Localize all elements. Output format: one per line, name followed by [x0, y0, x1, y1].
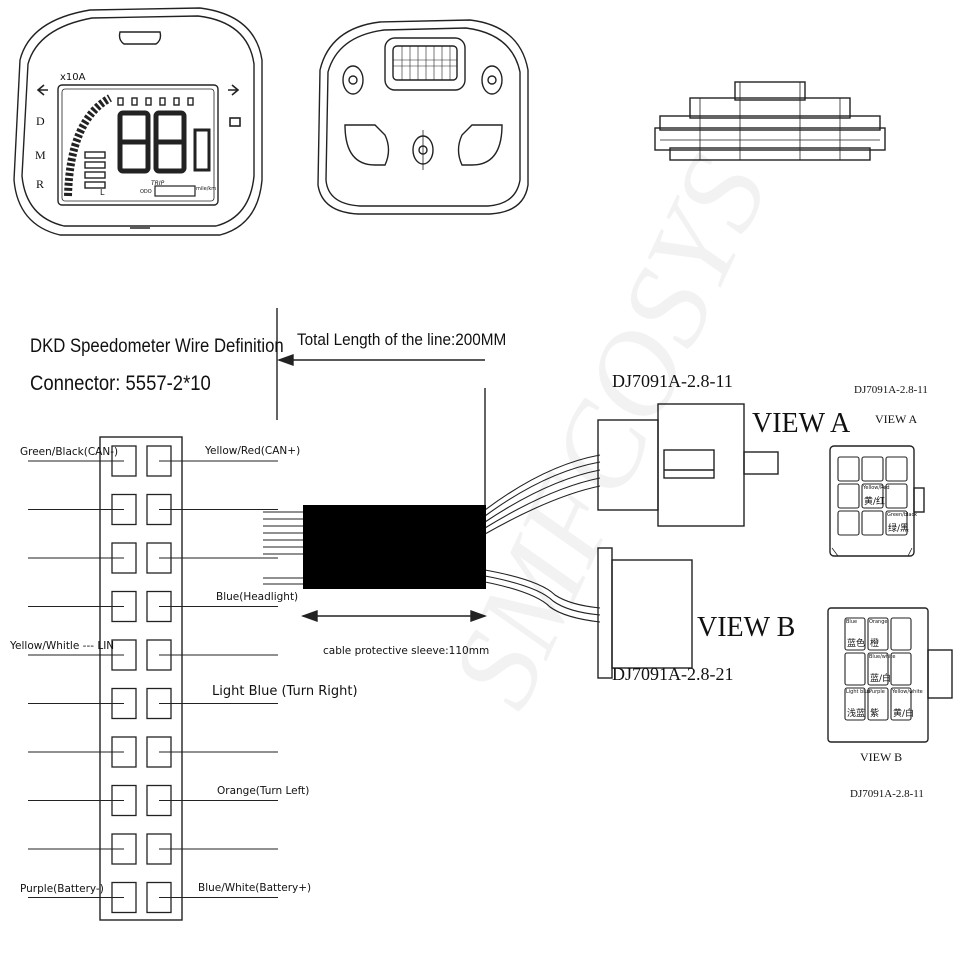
diagram-title: DKD Speedometer Wire Definition: [30, 336, 284, 357]
view-b-face: [827, 607, 953, 743]
trip-label: TRIP: [151, 180, 165, 187]
wire-bundle: [263, 454, 601, 623]
view-b-pin-5: [867, 652, 889, 686]
dashboard-front-view: [13, 7, 263, 236]
connector-b-part: DJ7091A-2.8-21: [612, 664, 734, 684]
connector-a-view: VIEW A: [752, 408, 851, 439]
view-b-pin-6: [890, 652, 912, 686]
dashboard-side-view: [654, 81, 886, 161]
connector-b-side: [597, 547, 693, 679]
connector-a-side: [597, 403, 779, 527]
view-b-pin-7: [844, 687, 866, 721]
view-a-pin-2: [861, 456, 884, 482]
view-b-cell-label: 蓝/白: [870, 674, 892, 684]
gear-l-label: L: [100, 188, 105, 197]
view-b-cell-tiny-label: Yellow/white: [892, 689, 923, 695]
mode-m: M: [35, 148, 46, 162]
connector-a-view-small: VIEW A: [875, 412, 918, 426]
connector-b-view-small: VIEW B: [860, 750, 903, 764]
dimension-lines: [276, 308, 488, 622]
view-a-pin-3: [885, 456, 908, 482]
sleeve-label: cable protective sleeve:110mm: [323, 645, 490, 657]
wire-right-label: Light Blue (Turn Right): [212, 683, 358, 699]
view-a-pin-6: [885, 483, 908, 509]
wire-right-label: Orange(Turn Left): [217, 784, 310, 797]
view-b-cell-tiny-label: Blue/white: [869, 654, 896, 660]
mode-d: D: [36, 114, 45, 128]
wire-left-label: Yellow/Whitle --- LIN: [10, 640, 115, 652]
connector-b-part-small: DJ7091A-2.8-11: [850, 788, 924, 800]
view-b-cell-tiny-label: Blue: [846, 619, 858, 625]
wire-left-label: Green/Black(CAN-): [20, 446, 119, 458]
wire-right-label: Blue/White(Battery+): [198, 881, 312, 894]
x10a-label: x10A: [60, 72, 86, 83]
view-b-cell-label: 橙: [870, 639, 880, 649]
view-a-cell-label: 绿/黑: [888, 524, 910, 534]
view-b-pin-3: [890, 617, 912, 651]
connector-b-view: VIEW B: [697, 612, 796, 643]
connector-a-part-small: DJ7091A-2.8-11: [854, 384, 928, 396]
view-b-pin-9: [890, 687, 912, 721]
mode-r: R: [36, 177, 45, 191]
view-b-cell-tiny-label: Orange: [869, 619, 888, 625]
total-length-label: Total Length of the line:200MM: [297, 330, 507, 349]
view-b-pin-4: [844, 652, 866, 686]
view-a-cell-label: 黄/红: [864, 497, 886, 507]
wire-left-label: Purple(Battery-): [20, 882, 104, 895]
cable-protective-sleeve: [303, 505, 486, 589]
view-b-pin-2: [867, 617, 889, 651]
view-b-cell-label: 蓝色: [847, 639, 866, 649]
dashboard-back-view: [317, 19, 529, 215]
odo-label: ODO: [140, 189, 152, 195]
view-a-pin-5: [861, 483, 884, 509]
connector-a-part: DJ7091A-2.8-11: [612, 371, 733, 391]
view-b-cell-label: 紫: [870, 709, 880, 719]
unit-label: mile/km: [196, 186, 217, 192]
view-a-cell-tiny-label: Yellow/Red: [863, 485, 890, 491]
view-a-pin-7: [837, 510, 860, 536]
view-a-pin-9: [885, 510, 908, 536]
connector-type: Connector: 5557-2*10: [30, 372, 211, 395]
view-b-cell-tiny-label: Purple: [869, 689, 885, 695]
wire-right-label: Blue(Headlight): [216, 590, 299, 603]
view-b-cell-tiny-label: Light blue: [846, 689, 871, 695]
view-b-pin-1: [844, 617, 866, 651]
wire-right-label: Yellow/Red(CAN+): [205, 445, 301, 457]
view-a-pin-1: [837, 456, 860, 482]
connector-5557-body: [99, 436, 183, 921]
view-b-cell-label: 黄/白: [893, 709, 915, 719]
view-a-face: [829, 445, 925, 557]
view-b-cell-label: 浅蓝: [847, 709, 866, 719]
view-a-pin-4: [837, 483, 860, 509]
view-a-pin-8: [861, 510, 884, 536]
view-b-pin-8: [867, 687, 889, 721]
view-a-cell-tiny-label: Green/black: [887, 512, 918, 518]
